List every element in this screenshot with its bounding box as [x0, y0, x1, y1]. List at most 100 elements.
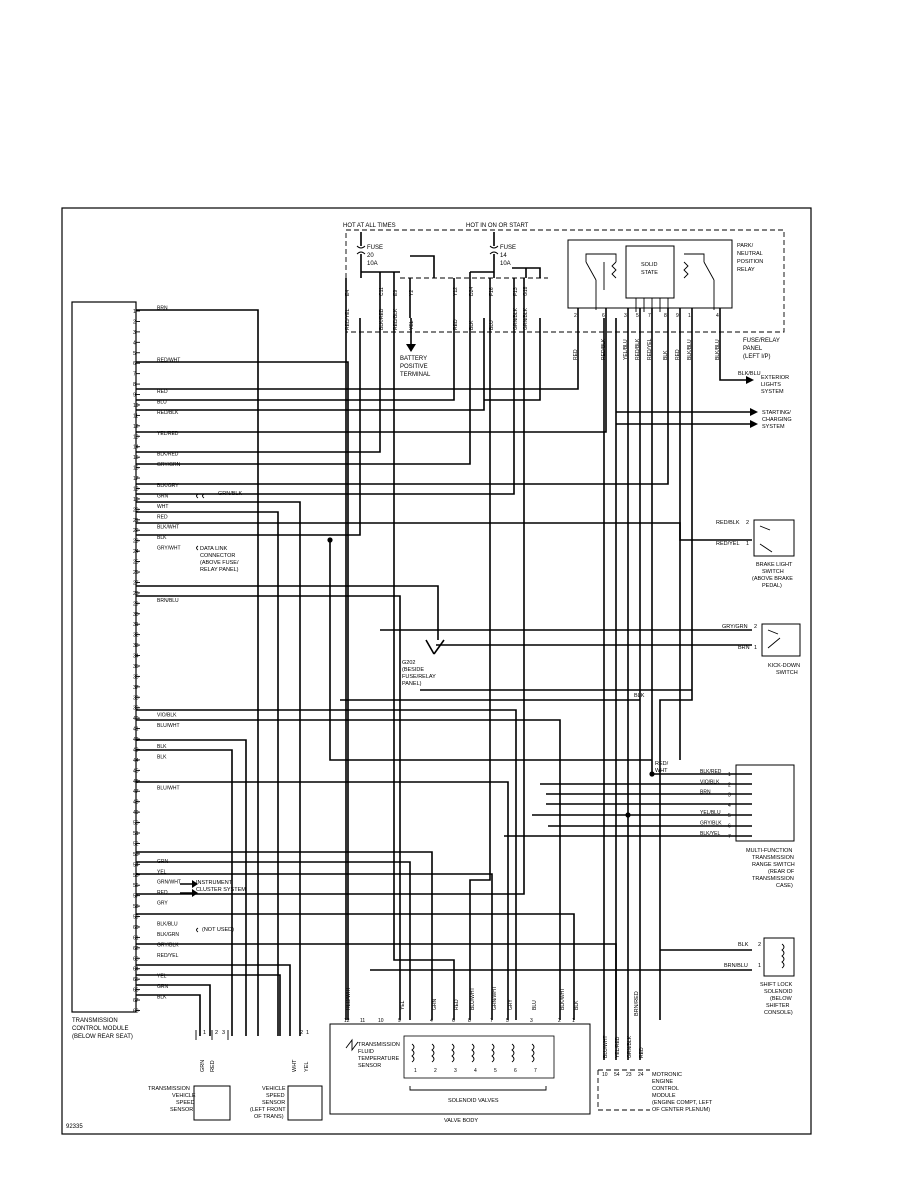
transmission-vehicle-speed-sensor: 1 2 3 GRN RED TRANSMISSION VEHICLE SPEED… — [148, 1030, 231, 1121]
valve-body-wire-label: BLK — [574, 1000, 580, 1010]
svg-text:OF TRANS): OF TRANS) — [254, 1114, 284, 1120]
svg-text:TERMINAL: TERMINAL — [400, 372, 431, 378]
tcm-wire-label: GRY — [157, 901, 168, 907]
relay-wire-label: RED/BLK — [635, 338, 641, 360]
tcm-wire-label: RED/WHT — [157, 358, 180, 364]
solenoid-number: 5 — [494, 1068, 497, 1074]
svg-text:10A: 10A — [500, 261, 511, 267]
svg-text:SYSTEM: SYSTEM — [762, 424, 785, 430]
svg-text:RANGE SWITCH: RANGE SWITCH — [752, 862, 795, 868]
svg-text:10A: 10A — [367, 261, 378, 267]
wire-runs — [136, 309, 752, 1060]
svg-text:POSITION: POSITION — [737, 259, 763, 265]
valve-body-pin: 4 — [430, 1018, 433, 1024]
tcm-pin-number: 49 — [133, 810, 139, 816]
svg-text:STATE: STATE — [641, 270, 658, 276]
tcm-wire-label: BLK — [157, 995, 167, 1001]
relay-terminal: 7 — [648, 313, 651, 319]
tcm-pin-number: 23 — [133, 539, 139, 545]
tcm-wire-label: GRN — [157, 493, 169, 499]
svg-text:RED/BLK: RED/BLK — [716, 520, 740, 526]
tcm-pin-number: 24 — [133, 549, 139, 555]
relay-wire-label: YEL/BLU — [623, 339, 629, 360]
valve-body-pin: 1 — [572, 1018, 575, 1024]
svg-text:KICK-DOWN: KICK-DOWN — [768, 663, 800, 669]
mfrs-wire-label: BLK/RED — [700, 769, 722, 775]
tcm-pin-number: 50 — [133, 821, 139, 827]
solenoid-number: 1 — [414, 1068, 417, 1074]
svg-text:BLK: BLK — [738, 942, 749, 948]
svg-text:GRN/BLK: GRN/BLK — [218, 491, 242, 497]
svg-text:BRAKE LIGHT: BRAKE LIGHT — [756, 562, 793, 568]
svg-text:VEHICLE: VEHICLE — [172, 1093, 196, 1099]
tcm-pin-number: 39 — [133, 706, 139, 712]
ecm-wire-label: YEL/RED — [615, 1036, 621, 1058]
fuse-wire-label: BLK/RED — [379, 308, 385, 330]
diagram-id: 92335 — [66, 1124, 83, 1130]
tcm-pin-number: 13 — [133, 434, 139, 440]
tcm-pin-number: 7 — [133, 372, 136, 378]
multi-function-range-switch: 1BLK/RED2VIO/BLK3BRN45YEL/BLU6GRY/BLK7BL… — [655, 761, 795, 889]
tcm-pin-number: 32 — [133, 633, 139, 639]
park-neutral-relay-box — [567, 239, 733, 309]
svg-text:SOLENOID VALVES: SOLENOID VALVES — [448, 1098, 499, 1104]
tcm-pin-number: 61 — [133, 935, 139, 941]
diagram-border — [61, 207, 812, 1135]
tcm-pin-number: 17 — [133, 476, 139, 482]
tcm-wire-label: WHT — [157, 504, 168, 510]
svg-text:TRANSMISSION: TRANSMISSION — [148, 1086, 190, 1092]
svg-text:PANEL: PANEL — [743, 346, 763, 352]
fuse-terminal: E9 — [393, 290, 399, 296]
fuse-terminal: C11 — [379, 287, 385, 296]
svg-text:CASE): CASE) — [776, 883, 793, 889]
tcm-pin-number: 4 — [133, 340, 136, 346]
tcm-pin-number: 12 — [133, 424, 139, 430]
svg-text:(LEFT FRONT: (LEFT FRONT — [250, 1107, 286, 1113]
tcm-pin-number: 25 — [133, 560, 139, 566]
tcm-pin-number: 33 — [133, 643, 139, 649]
tcm-pin-number: 37 — [133, 685, 139, 691]
tcm-pin-number: 43 — [133, 747, 139, 753]
mfrs-pin-number: 4 — [728, 803, 731, 809]
relay-wire-label: RED — [675, 349, 681, 360]
fuse-wire-label: RED — [453, 319, 459, 330]
svg-text:HOT IN ON OR START: HOT IN ON OR START — [466, 223, 529, 229]
mfrs-pin-number: 2 — [728, 782, 731, 788]
tcm-pin-list: 1BRN23456RED/WHT789RED10BLU11RED/BLK1213… — [133, 306, 181, 1015]
relay-wire-label: BLK/BLU — [715, 339, 721, 360]
system-labels: DATA LINK CONNECTOR (ABOVE FUSE/ RELAY P… — [196, 491, 645, 933]
tcm-pin-number: 15 — [133, 455, 139, 461]
fuse-terminal: G18 — [523, 286, 529, 296]
valve-body-wire-label: BLU — [532, 1000, 538, 1010]
tcm-pin-number: 27 — [133, 580, 139, 586]
tcm-pin-number: 56 — [133, 883, 139, 889]
svg-text:BRN/RED: BRN/RED — [634, 991, 640, 1016]
tcm-wire-label: BLK/WHT — [157, 525, 179, 531]
ecm-pin: 54 — [614, 1072, 620, 1078]
svg-text:RELAY: RELAY — [737, 267, 755, 273]
fuse-panel-bus — [360, 255, 541, 278]
tcm-pin-number: 68 — [133, 1008, 139, 1014]
mfrs-wire-label: BLK/YEL — [700, 831, 721, 837]
fuse-terminal: Y2 — [409, 290, 415, 296]
tcm-pin-number: 35 — [133, 664, 139, 670]
svg-text:FLUID: FLUID — [358, 1049, 374, 1055]
svg-text:3: 3 — [222, 1030, 225, 1036]
svg-text:MOTRONIC: MOTRONIC — [652, 1072, 682, 1078]
svg-text:BRN: BRN — [738, 645, 750, 651]
tcm-pin-number: 40 — [133, 716, 139, 722]
fuse-wire-label: BLK — [469, 320, 475, 330]
tcm-pin-number: 11 — [133, 413, 138, 419]
svg-text:SPEED: SPEED — [266, 1093, 285, 1099]
tcm-wire-label: YEL — [157, 974, 167, 980]
relay-wire-label: RED — [573, 349, 579, 360]
solenoid-number: 3 — [454, 1068, 457, 1074]
tcm-wire-label: GRY/BLK — [157, 942, 179, 948]
tcm-pin-number: 9 — [133, 393, 136, 399]
valve-body-pin: 7 — [490, 1018, 493, 1024]
svg-text:EXTERIOR: EXTERIOR — [761, 375, 789, 381]
tcm-pin-number: 52 — [133, 841, 139, 847]
svg-text:1: 1 — [203, 1030, 206, 1036]
